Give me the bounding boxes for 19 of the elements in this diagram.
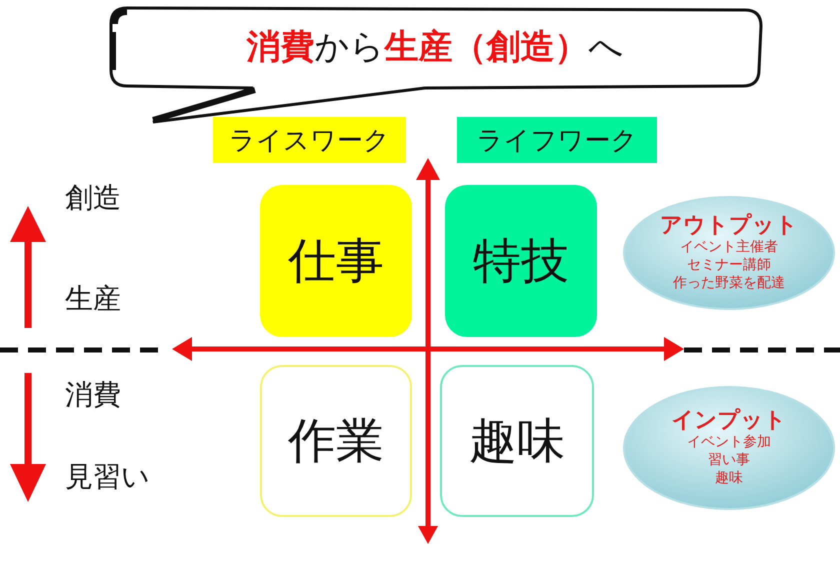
quadrant-box: 趣味 [440, 365, 594, 517]
quadrant-box: 特技 [445, 185, 597, 337]
axis-label: 創造 [65, 184, 121, 212]
title-text: 消費から生産（創造）へ [245, 26, 624, 69]
tag-label: ライフワーク [457, 117, 657, 163]
quadrant-box: 作業 [260, 365, 412, 517]
ellipse-item: イベント主催者 [680, 238, 778, 256]
ellipse-item: 習い事 [708, 451, 750, 470]
ellipse-item: イベント参加 [687, 432, 771, 451]
axis-label: 見習い [65, 463, 150, 491]
axis-label: 消費 [65, 381, 121, 409]
ellipse-item: 趣味 [715, 469, 743, 488]
tag-label: ライスワーク [213, 117, 406, 163]
ellipse-item: 作った野菜を配達 [673, 274, 785, 292]
ellipse-heading: インプット [672, 408, 786, 433]
ellipse-item: セミナー講師 [687, 256, 771, 274]
axis-label: 生産 [65, 285, 121, 313]
ellipse-heading: アウトプット [660, 214, 798, 238]
quadrant-box: 仕事 [260, 185, 412, 337]
